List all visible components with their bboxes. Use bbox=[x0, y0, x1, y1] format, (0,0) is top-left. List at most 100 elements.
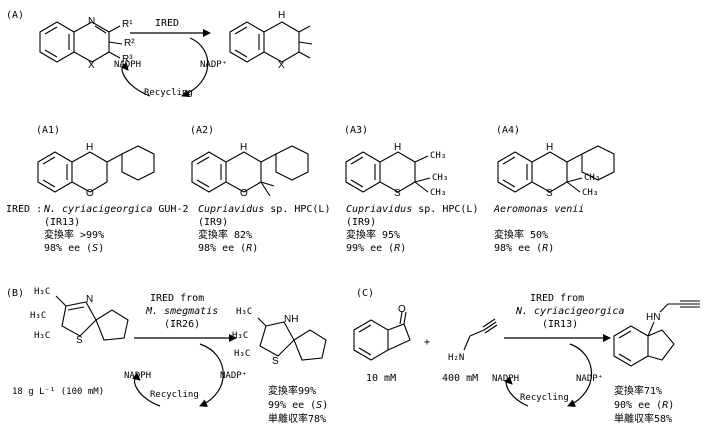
a4-conversion: 変換率 50% bbox=[494, 228, 548, 241]
cycle-arrow-left-c bbox=[504, 376, 529, 407]
atom-x-product: X bbox=[278, 60, 285, 71]
a1-o: O bbox=[86, 188, 94, 199]
c-yield: 単離収率58% bbox=[614, 412, 672, 425]
substrate-imine-structure bbox=[39, 21, 123, 63]
product-thiazolidine-structure bbox=[257, 317, 327, 361]
structure-a3 bbox=[345, 151, 431, 193]
a3-ch3-1: CH₃ bbox=[430, 151, 446, 161]
section-label-a1: (A1) bbox=[36, 125, 60, 136]
propargylamine-structure bbox=[463, 318, 498, 351]
atom-r1: R¹ bbox=[122, 19, 133, 30]
nadp-label-a: NADP⁺ bbox=[200, 60, 227, 70]
atom-r3: R³ bbox=[122, 54, 133, 65]
section-label-a: (A) bbox=[6, 10, 24, 21]
recycling-label-a: Recycling bbox=[144, 88, 193, 98]
b-prod-h3c-2: H₃C bbox=[232, 331, 248, 341]
c-enzyme-3: (IR13) bbox=[542, 319, 578, 330]
cycle-arrow-left-b bbox=[132, 372, 161, 407]
a3-s: S bbox=[394, 188, 401, 199]
a3-organism: Cupriavidus sp. HPC(L) bbox=[346, 204, 478, 215]
b-s: S bbox=[76, 335, 83, 346]
a4-s: S bbox=[546, 188, 553, 199]
c-plus: + bbox=[424, 337, 430, 348]
a2-organism: Cupriavidus sp. HPC(L) bbox=[198, 204, 330, 215]
a3-conversion: 変換率 95% bbox=[346, 228, 400, 241]
atom-n: N bbox=[88, 16, 95, 27]
c-ketone-amount: 10 mM bbox=[366, 373, 396, 384]
section-label-a4: (A4) bbox=[496, 125, 520, 136]
c-o: O bbox=[398, 304, 406, 315]
recycling-label-c: Recycling bbox=[520, 393, 569, 403]
a4-ch3-1: CH₃ bbox=[584, 173, 600, 183]
structure-a4 bbox=[497, 145, 615, 193]
a4-organism: Aeromonas venii bbox=[493, 204, 584, 215]
a3-ch3-3: CH₃ bbox=[430, 188, 446, 198]
b-enzyme-2: M. smegmatis bbox=[145, 306, 218, 317]
section-label-a2: (A2) bbox=[190, 125, 214, 136]
ired-row-label: IRED : bbox=[6, 204, 42, 215]
section-label-a3: (A3) bbox=[344, 125, 368, 136]
atom-r2: R² bbox=[124, 38, 135, 49]
a2-o: O bbox=[240, 188, 248, 199]
b-prod-nh: NH bbox=[284, 314, 298, 325]
section-label-c: (C) bbox=[356, 288, 374, 299]
nadph-label-a: NADPH bbox=[114, 60, 141, 70]
a3-ch3-2: CH₃ bbox=[432, 173, 448, 183]
a2-nh: H bbox=[240, 142, 247, 153]
b-conversion: 変換率99% bbox=[268, 384, 316, 397]
c-h2n: H₂N bbox=[448, 353, 464, 363]
a2-code: (IR9) bbox=[198, 217, 228, 228]
product-amine-structure bbox=[229, 21, 313, 63]
nadp-label-b: NADP⁺ bbox=[220, 371, 247, 381]
c-conversion: 変換率71% bbox=[614, 384, 662, 397]
a1-organism: N. cyriacigeorgica GUH-2 bbox=[43, 204, 189, 215]
c-prod-hn: HN bbox=[646, 312, 660, 323]
atom-x: X bbox=[88, 60, 95, 71]
atom-nh-product: H bbox=[278, 10, 285, 21]
b-yield: 単離収率78% bbox=[268, 412, 326, 425]
b-enzyme-1: IRED from bbox=[150, 293, 204, 304]
a3-code: (IR9) bbox=[346, 217, 376, 228]
cycle-arrow-right-c bbox=[567, 343, 592, 407]
a3-ee: 99% ee (R) bbox=[346, 243, 406, 254]
aminoindane-structure bbox=[613, 321, 675, 367]
c-amine-amount: 400 mM bbox=[442, 373, 478, 384]
nadph-label-c: NADPH bbox=[492, 374, 519, 384]
b-enzyme-3: (IR26) bbox=[164, 319, 200, 330]
section-label-b: (B) bbox=[6, 288, 24, 299]
a1-ee: 98% ee (S) bbox=[44, 243, 104, 254]
a1-nh: H bbox=[86, 142, 93, 153]
propargyl-chain bbox=[659, 300, 700, 313]
a1-conversion: 変換率 >99% bbox=[44, 228, 104, 241]
b-prod-s: S bbox=[272, 356, 279, 367]
b-h3c-1: H₃C bbox=[34, 287, 50, 297]
enzyme-label-a: IRED bbox=[155, 18, 179, 29]
cycle-arrow-right-a bbox=[181, 37, 209, 98]
b-loading: 18 g L⁻¹ (100 mM) bbox=[12, 387, 104, 397]
b-ee: 99% ee (S) bbox=[268, 400, 328, 411]
cycle-arrow-right-b bbox=[199, 343, 224, 407]
a2-ee: 98% ee (R) bbox=[198, 243, 258, 254]
cycle-arrow-left-a bbox=[120, 62, 151, 97]
c-enzyme-1: IRED from bbox=[530, 293, 584, 304]
nadp-label-c: NADP⁺ bbox=[576, 374, 603, 384]
c-enzyme-2: N. cyriacigeorgica bbox=[515, 306, 624, 317]
c-ee: 90% ee (R) bbox=[614, 400, 674, 411]
b-h3c-3: H₃C bbox=[34, 331, 50, 341]
b-h3c-2: H₃C bbox=[30, 311, 46, 321]
recycling-label-b: Recycling bbox=[150, 390, 199, 400]
structure-a1 bbox=[37, 145, 155, 193]
a4-ee: 98% ee (R) bbox=[494, 243, 554, 254]
b-n: N bbox=[86, 294, 93, 305]
a1-code: (IR13) bbox=[44, 217, 80, 228]
a4-nh: H bbox=[546, 142, 553, 153]
a4-ch3-2: CH₃ bbox=[582, 188, 598, 198]
a2-conversion: 変換率 82% bbox=[198, 228, 252, 241]
b-prod-h3c-3: H₃C bbox=[234, 349, 250, 359]
indanone-structure bbox=[353, 311, 411, 361]
nadph-label-b: NADPH bbox=[124, 371, 151, 381]
structure-a2 bbox=[191, 145, 309, 197]
substrate-thiazoline-structure bbox=[55, 295, 129, 341]
